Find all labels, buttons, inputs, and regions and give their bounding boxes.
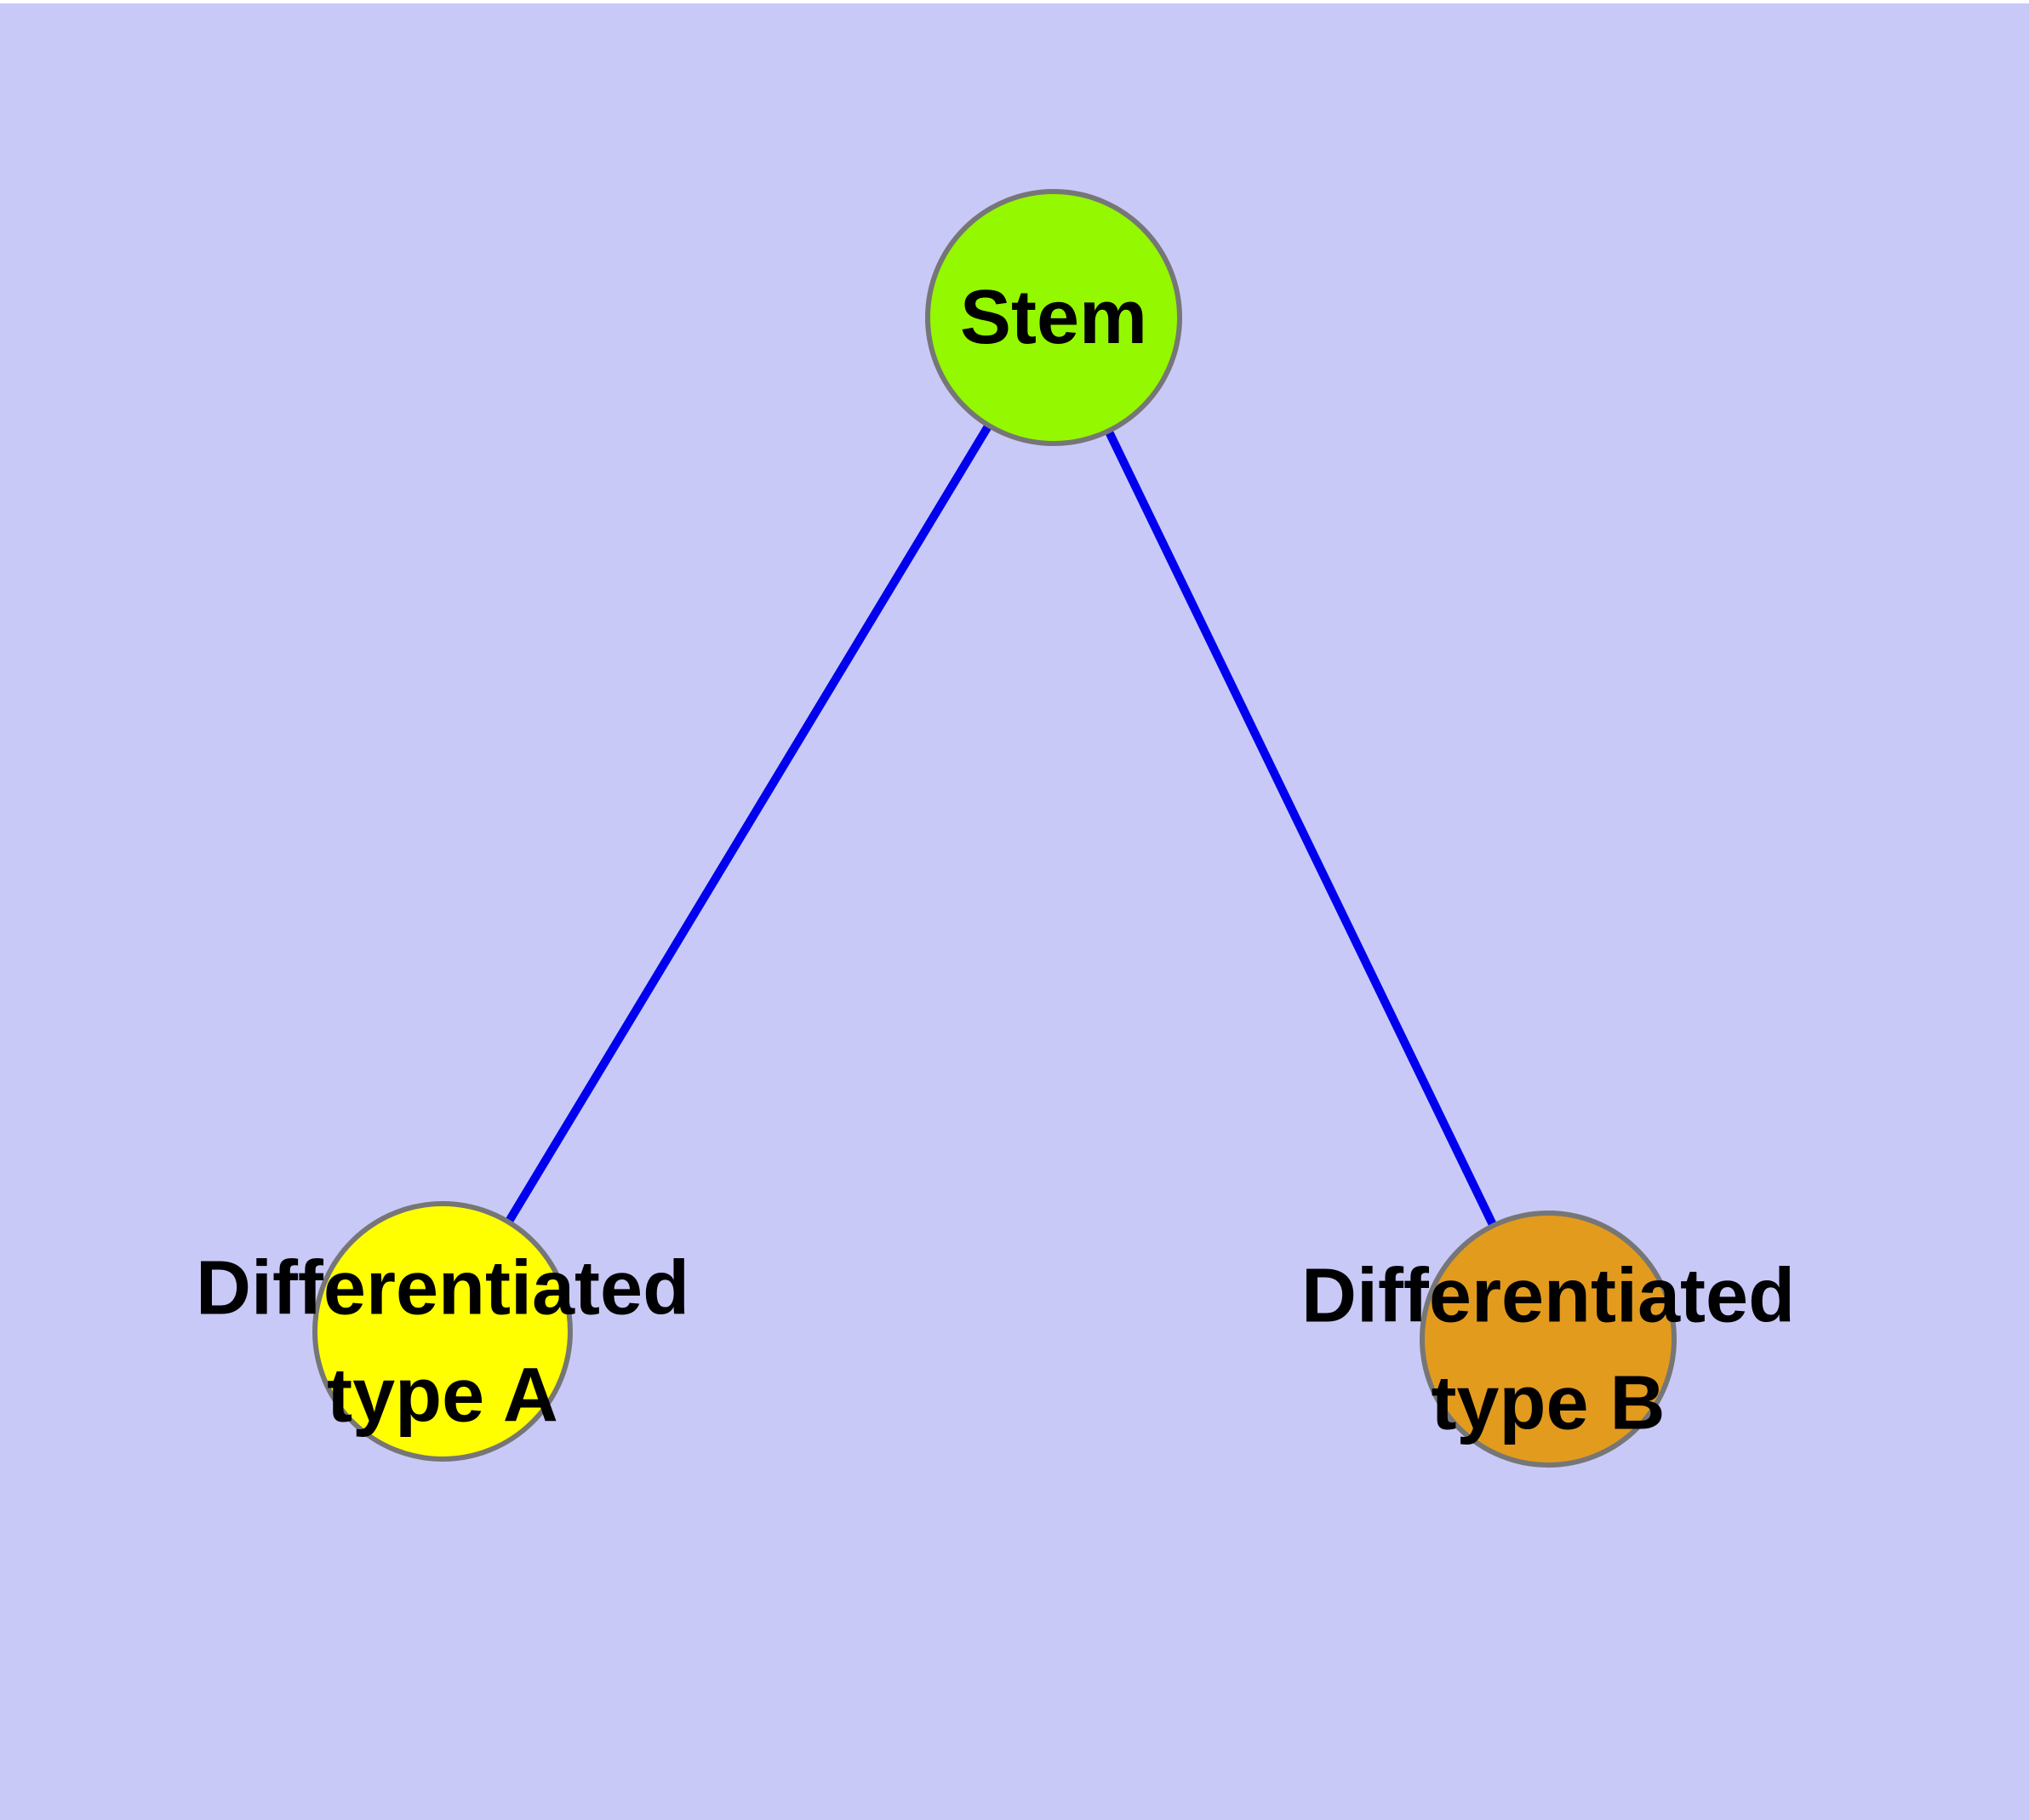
node-differentiated-type-b-label-line-1: Differentiated [1300,1253,1796,1339]
node-differentiated-type-b-label: Differentiated type B [1301,1243,1795,1457]
node-differentiated-type-b-label-line-2: type B [1431,1360,1666,1446]
node-stem-label: Stem [960,264,1147,371]
edge-stem-to-type-b [1049,315,1552,1342]
node-differentiated-type-a-label-line-1: Differentiated [195,1245,690,1331]
node-differentiated-type-a-label-line-2: type A [327,1353,558,1439]
node-differentiated-type-a[interactable]: Differentiated type A [196,1201,689,1462]
node-stem[interactable]: Stem [925,189,1182,446]
node-differentiated-type-b[interactable]: Differentiated type B [1301,1210,1795,1468]
node-differentiated-type-a-label: Differentiated type A [196,1235,689,1450]
top-border-strip [0,0,2029,3]
edge-stem-to-type-a [438,315,1058,1334]
node-stem-label-line: Stem [959,275,1148,360]
